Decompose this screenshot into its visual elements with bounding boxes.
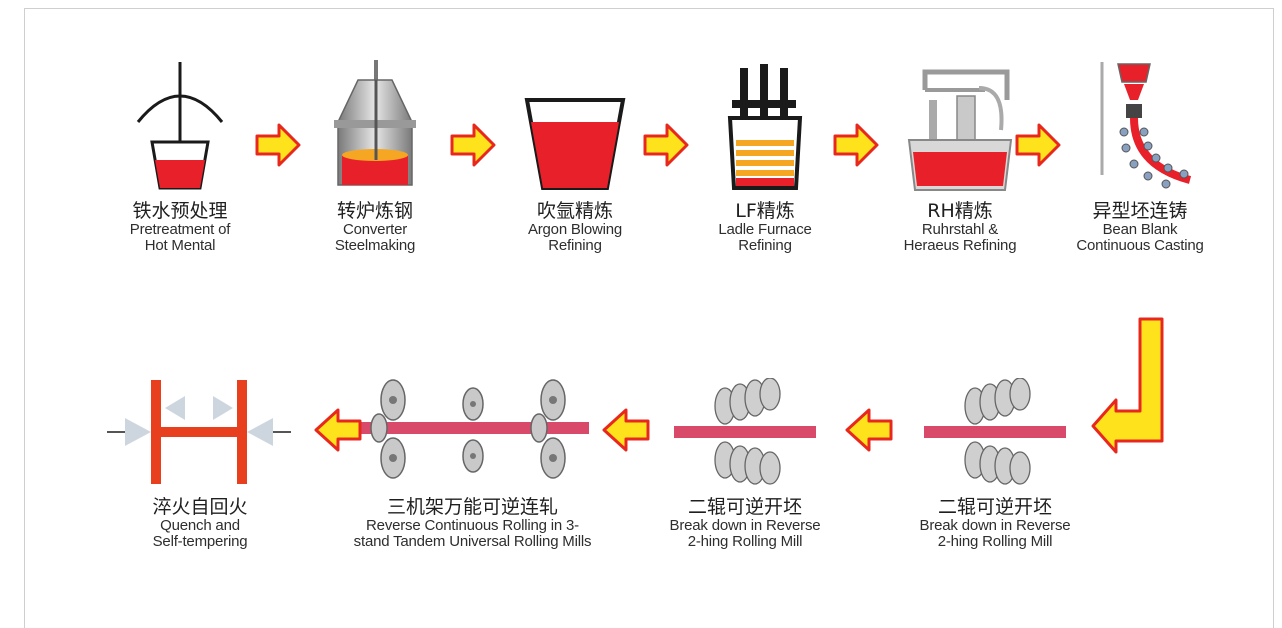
- step-label-en: Pretreatment of: [129, 221, 231, 238]
- step-quench: 淬火自回火 Quench and Self-tempering: [105, 378, 295, 550]
- step-breakdown-1: 二辊可逆开坯 Break down in Reverse 2-hing Roll…: [650, 378, 840, 550]
- step-pretreatment: 铁水预处理 Pretreatment of Hot Mental: [95, 60, 265, 254]
- h-beam-quench-icon: [107, 380, 291, 484]
- step-label-cn: 铁水预处理: [132, 200, 228, 222]
- step-label-en: Refining: [738, 237, 792, 254]
- flow-arrow-left-icon: [602, 408, 650, 452]
- ladle-icon: [524, 98, 626, 190]
- flow-arrow-right-icon: [450, 123, 496, 167]
- converter-icon: [334, 60, 416, 186]
- step-label-cn: 吹氩精炼: [536, 200, 613, 222]
- step-label-en: Ladle Furnace: [718, 221, 812, 238]
- step-label-en: Self-tempering: [152, 533, 248, 550]
- step-label-cn: 三机架万能可逆连轧: [386, 496, 558, 518]
- flow-arrow-right-icon: [255, 123, 301, 167]
- step-rh-refining: RH精炼 Ruhrstahl & Heraeus Refining: [875, 60, 1045, 254]
- step-converter: 转炉炼钢 Converter Steelmaking: [295, 60, 455, 254]
- diagram-frame: [24, 8, 1274, 628]
- two-high-mill-icon: [674, 378, 816, 485]
- step-argon-blowing: 吹氩精炼 Argon Blowing Refining: [495, 60, 655, 254]
- two-high-mill-icon: [924, 378, 1066, 485]
- step-tandem-rolling: 三机架万能可逆连轧 Reverse Continuous Rolling in …: [300, 378, 645, 550]
- continuous-caster-icon: [1100, 62, 1192, 189]
- step-label-en: 2-hing Rolling Mill: [937, 533, 1053, 550]
- step-breakdown-2: 二辊可逆开坯 Break down in Reverse 2-hing Roll…: [890, 378, 1100, 550]
- step-label-en: Continuous Casting: [1076, 237, 1204, 254]
- step-label-en: Quench and: [160, 517, 240, 534]
- rh-degasser-icon: [907, 69, 1013, 191]
- step-label-en: Heraeus Refining: [903, 237, 1017, 254]
- step-label-en: Reverse Continuous Rolling in 3-: [366, 517, 579, 534]
- step-label-en: Refining: [548, 237, 602, 254]
- step-label-en: Break down in Reverse: [669, 517, 821, 534]
- flow-arrow-right-icon: [643, 123, 689, 167]
- step-label-en: Argon Blowing: [527, 221, 623, 238]
- flow-arrow-left-icon: [845, 408, 893, 452]
- step-label-cn: 二辊可逆开坯: [687, 496, 802, 518]
- step-label-en: Hot Mental: [144, 237, 216, 254]
- step-label-cn: 二辊可逆开坯: [937, 496, 1052, 518]
- step-label-en: Converter: [342, 221, 408, 238]
- step-label-cn: 异型坯连铸: [1092, 200, 1188, 222]
- step-lf-refining: LF精炼 Ladle Furnace Refining: [685, 60, 845, 254]
- step-label-en: Bean Blank: [1102, 221, 1178, 238]
- step-label-cn: RH精炼: [927, 200, 993, 222]
- tandem-mill-icon: [356, 379, 589, 479]
- pretreatment-ladle-icon: [136, 62, 224, 190]
- step-label-en: Steelmaking: [334, 237, 416, 254]
- flow-arrow-right-icon: [833, 123, 879, 167]
- ladle-furnace-icon: [727, 64, 803, 190]
- step-label-en: Break down in Reverse: [919, 517, 1071, 534]
- step-label-en: stand Tandem Universal Rolling Mills: [353, 533, 592, 550]
- step-label-cn: LF精炼: [735, 200, 795, 222]
- step-label-cn: 淬火自回火: [152, 496, 248, 518]
- step-continuous-casting: 异型坯连铸 Bean Blank Continuous Casting: [1055, 60, 1225, 254]
- flow-turn-arrow-icon: [1091, 317, 1164, 454]
- flow-arrow-right-icon: [1015, 123, 1061, 167]
- step-label-en: Ruhrstahl &: [921, 221, 999, 238]
- step-label-en: 2-hing Rolling Mill: [687, 533, 803, 550]
- flow-arrow-left-icon: [314, 408, 362, 452]
- step-label-cn: 转炉炼钢: [336, 200, 413, 222]
